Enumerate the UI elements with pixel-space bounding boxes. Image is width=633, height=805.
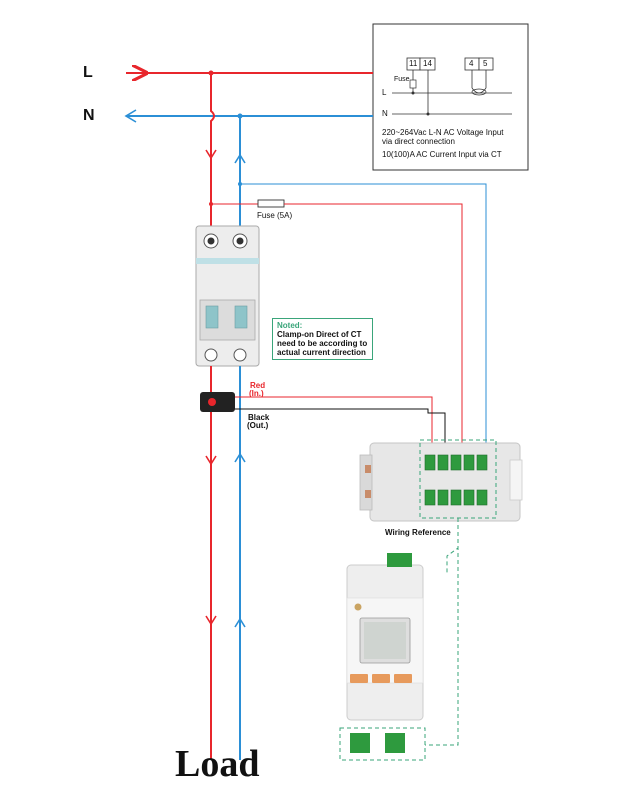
spec-N-label: N [382, 109, 388, 118]
load-label: Load [175, 743, 260, 785]
fuse-label: Fuse (5A) [257, 211, 293, 220]
circuit-breaker [195, 225, 260, 367]
spec-terminal-14-label: 14 [423, 59, 432, 68]
meter-wiring-reference [359, 439, 523, 522]
spec-fuse-label: Fuse [394, 76, 410, 83]
spec-fuse-symbol [409, 79, 417, 89]
ct-red-label: Red [250, 381, 266, 390]
note-line-3: actual current direction [277, 348, 366, 357]
spec-L-label: L [382, 88, 387, 97]
line-N-label: N [83, 107, 95, 124]
ct-black-sub: (Out.) [247, 421, 269, 430]
ct-black-label: Black [248, 413, 270, 422]
ct-red-sub: (In.) [249, 389, 264, 398]
terminal-14 [419, 57, 436, 71]
spec-terminal-11-label: 11 [409, 59, 418, 68]
spec-terminal-5-label: 5 [483, 59, 488, 68]
line-L-label: L [83, 64, 93, 81]
ct-red-wire [235, 396, 433, 455]
spec-box [372, 23, 529, 171]
spec-ct-coil [471, 87, 487, 94]
spec-text-1: 220~264Vac L-N AC Voltage Input [382, 128, 504, 137]
spec-text-3: 10(100)A AC Current Input via CT [382, 150, 502, 159]
neutral-to-meter-wire [240, 183, 487, 455]
note-title: Noted: [277, 321, 303, 330]
wiring-reference-label: Wiring Reference [385, 528, 451, 537]
ct-clamp [200, 392, 235, 412]
energy-meter-front [339, 553, 426, 761]
note-box: Noted: Clamp-on Direct of CT need to be … [272, 318, 373, 360]
note-line-2: need to be according to [277, 339, 368, 348]
fuse-to-meter-wire [284, 203, 463, 455]
red-phase-wire [210, 73, 215, 228]
fuse-5a [257, 199, 285, 208]
spec-text-2: via direct connection [382, 137, 455, 146]
ct-black-wire [235, 408, 446, 455]
spec-terminal-4-label: 4 [469, 59, 474, 68]
note-line-1: Clamp-on Direct of CT [277, 330, 362, 339]
